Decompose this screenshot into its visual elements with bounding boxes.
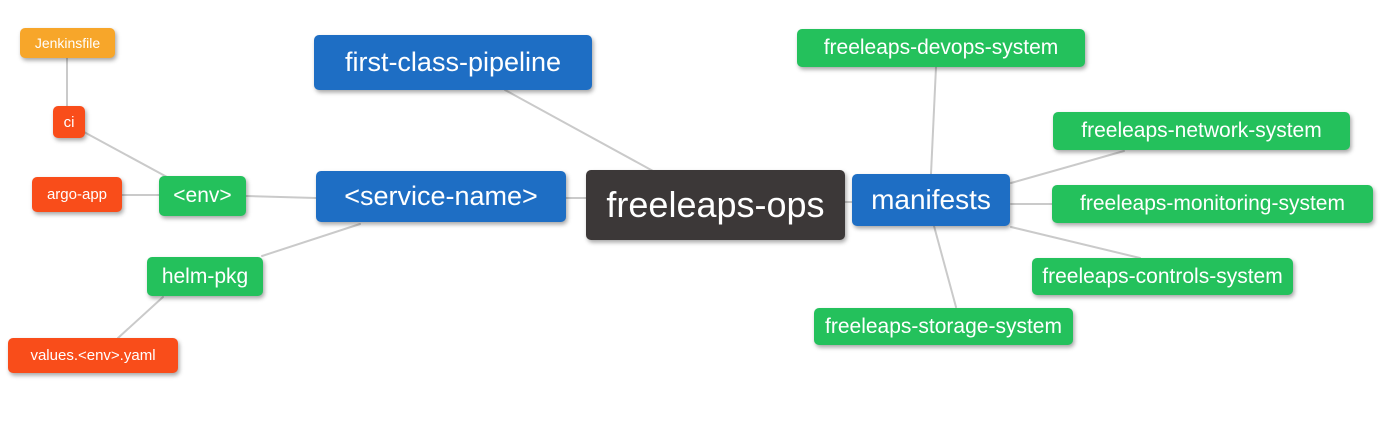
mindmap-node-network-system[interactable]: freeleaps-network-system — [1053, 112, 1350, 150]
mindmap-node-first-class-pipeline[interactable]: first-class-pipeline — [314, 35, 592, 90]
node-label-jenkinsfile: Jenkinsfile — [34, 35, 101, 51]
edge-first-class-pipeline-freeleaps-ops — [504, 89, 654, 172]
node-label-values-env-yaml: values.<env>.yaml — [30, 347, 156, 364]
node-label-ci: ci — [63, 113, 75, 131]
mindmap-node-controls-system[interactable]: freeleaps-controls-system — [1032, 258, 1293, 295]
mindmap-node-ci[interactable]: ci — [53, 106, 85, 138]
mindmap-node-manifests[interactable]: manifests — [852, 174, 1010, 226]
edge-helm-pkg-values-env-yaml — [117, 296, 164, 339]
node-label-manifests: manifests — [871, 184, 991, 215]
mindmap-node-helm-pkg[interactable]: helm-pkg — [147, 257, 263, 296]
node-label-service-name: <service-name> — [344, 181, 538, 211]
node-label-first-class-pipeline: first-class-pipeline — [344, 47, 562, 77]
node-label-freeleaps-ops: freeleaps-ops — [606, 184, 825, 225]
node-label-storage-system: freeleaps-storage-system — [825, 314, 1062, 338]
mindmap-node-freeleaps-ops[interactable]: freeleaps-ops — [586, 170, 845, 240]
node-label-argo-app: argo-app — [46, 186, 108, 203]
edge-env-service-name — [245, 195, 317, 199]
edge-service-name-helm-pkg — [261, 223, 361, 257]
node-label-helm-pkg: helm-pkg — [161, 264, 249, 288]
node-label-controls-system: freeleaps-controls-system — [1042, 264, 1283, 288]
edge-manifests-network-system — [1010, 150, 1125, 184]
edge-manifests-storage-system — [933, 225, 957, 308]
mindmap-node-argo-app[interactable]: argo-app — [32, 177, 122, 212]
node-label-monitoring-system: freeleaps-monitoring-system — [1080, 192, 1345, 215]
mindmap-node-jenkinsfile[interactable]: Jenkinsfile — [20, 28, 115, 58]
edge-manifests-devops-system — [930, 66, 937, 175]
mindmap-node-storage-system[interactable]: freeleaps-storage-system — [814, 308, 1073, 345]
mindmap-node-devops-system[interactable]: freeleaps-devops-system — [797, 29, 1085, 67]
edge-ci-env — [83, 131, 168, 178]
mindmap-node-values-env-yaml[interactable]: values.<env>.yaml — [8, 338, 178, 373]
edge-manifests-controls-system — [1010, 226, 1141, 259]
node-label-devops-system: freeleaps-devops-system — [823, 36, 1059, 59]
node-label-env: <env> — [173, 184, 232, 207]
mindmap-node-monitoring-system[interactable]: freeleaps-monitoring-system — [1052, 185, 1373, 223]
mindmap-node-service-name[interactable]: <service-name> — [316, 171, 566, 222]
node-label-network-system: freeleaps-network-system — [1081, 119, 1322, 142]
mindmap-node-env[interactable]: <env> — [159, 176, 246, 216]
